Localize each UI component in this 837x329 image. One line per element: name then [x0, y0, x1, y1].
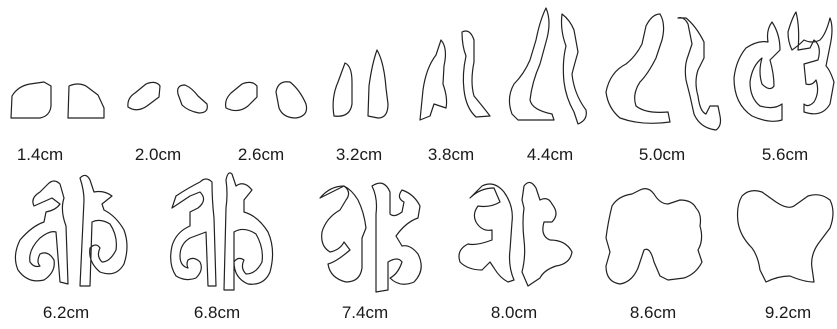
depth-label-6-8cm: 6.8cm [194, 304, 240, 321]
section-9-2cm [738, 191, 834, 282]
depth-label-1-4cm: 1.4cm [17, 146, 63, 163]
section-3-8cm [420, 31, 490, 120]
section-6-8cm [171, 173, 273, 290]
section-8-6cm [606, 189, 702, 284]
depth-label-9-2cm: 9.2cm [765, 304, 811, 321]
depth-label-8-0cm: 8.0cm [491, 304, 537, 321]
depth-label-3-8cm: 3.8cm [428, 146, 474, 163]
depth-label-8-6cm: 8.6cm [630, 304, 676, 321]
section-8-0cm [459, 182, 572, 286]
depth-label-2-0cm: 2.0cm [135, 146, 181, 163]
depth-label-7-4cm: 7.4cm [342, 304, 388, 321]
depth-label-6-2cm: 6.2cm [43, 304, 89, 321]
depth-label-2-6cm: 2.6cm [238, 146, 284, 163]
section-4-4cm [509, 8, 586, 124]
depth-label-3-2cm: 3.2cm [336, 146, 382, 163]
section-3-2cm [333, 50, 388, 118]
section-6-2cm [15, 175, 127, 286]
section-2-0cm [128, 82, 207, 113]
section-7-4cm [320, 183, 421, 292]
section-1-4cm [11, 82, 104, 118]
depth-label-5-0cm: 5.0cm [639, 146, 685, 163]
section-2-6cm [226, 82, 307, 118]
depth-label-4-4cm: 4.4cm [527, 146, 573, 163]
section-5-6cm [734, 12, 834, 121]
section-5-0cm [606, 14, 721, 130]
depth-label-5-6cm: 5.6cm [762, 146, 808, 163]
